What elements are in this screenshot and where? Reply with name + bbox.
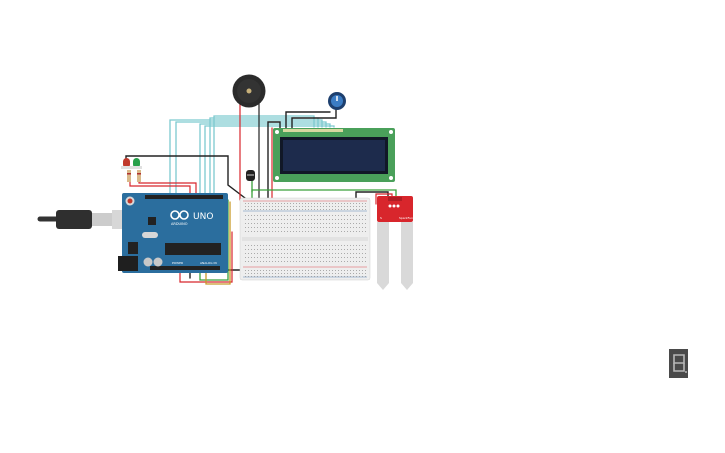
resistors[interactable] [127,170,141,182]
power-jack [118,256,138,271]
wire-pot-lcd[interactable] [291,109,337,129]
led-red[interactable] [121,158,132,169]
sensor-label-left: S [380,216,382,220]
segment-8-glyph [673,354,685,372]
lcd-pin-header [283,129,343,132]
arduino-uno[interactable]: UNO ARDUINO ANALOG IN POWER [118,193,228,273]
wire-lcd-d5[interactable] [209,117,319,199]
led-green[interactable] [131,158,142,169]
wire-lcd-d6[interactable] [213,115,315,199]
breadboard[interactable] [239,197,371,281]
temperature-sensor[interactable] [246,170,255,181]
power-header [150,266,220,270]
wire-pot-gnd[interactable] [285,111,331,129]
analog-label: ANALOG IN [200,261,217,265]
sensor-label-right: SparkFun [399,216,413,220]
lcd-16x2[interactable] [273,128,395,182]
wire-gnd-orange[interactable] [205,201,231,285]
wire-led-gnd[interactable] [125,155,246,199]
atmega-chip [165,243,221,255]
lcd-screen [283,140,385,171]
digital-header [145,195,223,199]
power-label: POWER [172,261,183,265]
sensor-prong-right [401,222,413,290]
breadboard-holes [245,203,366,277]
wire-sensor-vcc[interactable] [375,193,393,205]
arduino-logo-text: UNO [193,212,213,222]
potentiometer[interactable] [328,92,346,110]
arduino-brand-text: ARDUINO [171,222,188,226]
soil-moisture-sensor[interactable]: S SparkFun [377,196,413,290]
wire-sensor-signal[interactable] [251,189,397,197]
arduino-infinity-logo [170,210,189,220]
sensor-prong-left [377,222,389,290]
wire-lcd-d4[interactable] [204,125,335,199]
seven-segment-display[interactable]: 8. [0,0,688,378]
wire-lcd-gnd[interactable] [267,121,281,206]
piezo-buzzer[interactable] [232,74,266,108]
